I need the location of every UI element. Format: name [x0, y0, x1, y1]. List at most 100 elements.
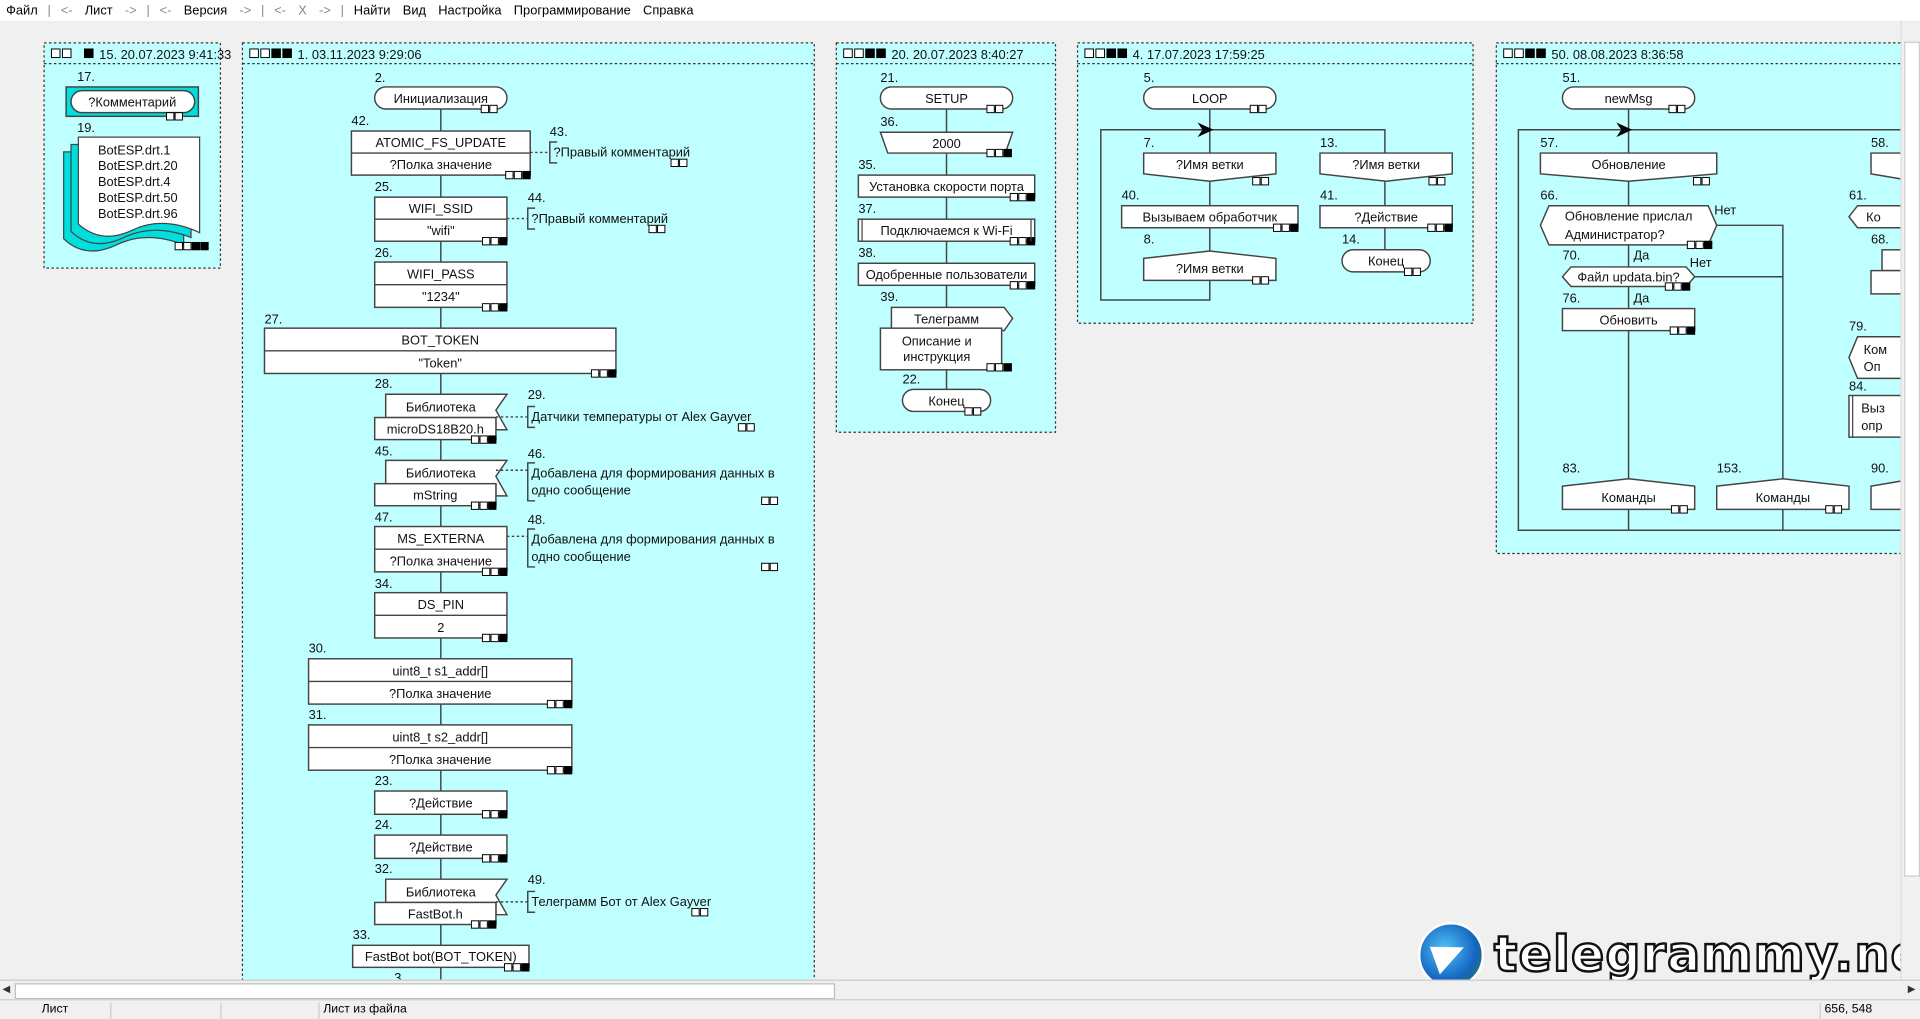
menu-version[interactable]: Версия — [183, 3, 228, 18]
filled-marker-icon[interactable] — [499, 633, 508, 643]
action-node[interactable]: ?Действие — [1319, 204, 1453, 232]
empty-marker-icon[interactable] — [490, 303, 499, 312]
empty-marker-icon[interactable] — [1084, 48, 1094, 59]
branch-end-node[interactable]: ?Имя ветки — [1142, 250, 1277, 285]
menu-file[interactable]: Файл — [6, 3, 38, 18]
empty-marker-icon[interactable] — [1670, 505, 1680, 514]
file-list-node[interactable]: BotESP.drt.1BotESP.drt.20BotESP.drt.4Bot… — [63, 136, 209, 252]
horizontal-scroll-thumb[interactable] — [14, 983, 836, 1000]
empty-marker-icon[interactable] — [555, 766, 564, 775]
empty-marker-icon[interactable] — [174, 241, 183, 251]
empty-marker-icon[interactable] — [737, 423, 747, 432]
empty-marker-icon[interactable] — [1701, 177, 1710, 186]
empty-marker-icon[interactable] — [648, 224, 657, 234]
filled-marker-icon[interactable] — [1536, 48, 1546, 59]
branch-node[interactable]: ?Имя ветки — [1142, 152, 1277, 186]
action-node[interactable]: ?Действие — [373, 834, 508, 863]
empty-marker-icon[interactable] — [769, 562, 779, 572]
vertical-scroll-thumb[interactable] — [1904, 41, 1920, 877]
empty-marker-icon[interactable] — [1018, 281, 1027, 290]
empty-marker-icon[interactable] — [1686, 240, 1696, 250]
action-node[interactable]: ?Действие — [373, 790, 508, 819]
version-next-button[interactable]: -> — [239, 3, 252, 18]
filled-marker-icon[interactable] — [499, 303, 508, 312]
empty-marker-icon[interactable] — [1427, 223, 1436, 232]
menu-find[interactable]: Найти — [353, 3, 391, 18]
empty-marker-icon[interactable] — [1503, 48, 1513, 59]
terminal-node[interactable]: LOOP — [1142, 86, 1277, 114]
branch-end-node[interactable]: Команды — [1716, 478, 1850, 514]
filled-marker-icon[interactable] — [1117, 48, 1128, 59]
input-node[interactable]: 2000 — [879, 131, 1014, 158]
terminal-node[interactable]: Инициализация — [373, 86, 508, 114]
empty-marker-icon[interactable] — [470, 435, 480, 444]
scroll-left-arrow-icon[interactable]: ◀ — [2, 983, 10, 995]
comment-node[interactable]: Телеграмм Бот от Alex Gayver — [495, 890, 712, 917]
filled-marker-icon[interactable] — [499, 810, 508, 819]
empty-marker-icon[interactable] — [481, 854, 491, 863]
constant-node[interactable]: uint8_t s1_addr[]?Полка значение — [307, 658, 573, 709]
empty-marker-icon[interactable] — [490, 633, 499, 643]
constant-node[interactable]: MS_EXTERNA?Полка значение — [373, 525, 508, 577]
empty-marker-icon[interactable] — [1095, 48, 1105, 59]
menu-x[interactable]: X — [298, 3, 307, 18]
filled-marker-icon[interactable] — [865, 48, 875, 59]
empty-marker-icon[interactable] — [746, 423, 755, 432]
branch-end-node[interactable]: Команды — [1561, 478, 1696, 514]
empty-marker-icon[interactable] — [995, 363, 1004, 372]
empty-marker-icon[interactable] — [1692, 177, 1702, 186]
empty-marker-icon[interactable] — [260, 48, 270, 59]
sheet-prev-button[interactable]: <- — [60, 3, 73, 18]
filled-marker-icon[interactable] — [564, 766, 573, 775]
empty-marker-icon[interactable] — [555, 699, 564, 709]
empty-marker-icon[interactable] — [761, 562, 770, 572]
empty-marker-icon[interactable] — [1258, 104, 1267, 114]
menu-programming[interactable]: Программирование — [513, 3, 631, 18]
empty-marker-icon[interactable] — [1664, 282, 1674, 291]
empty-marker-icon[interactable] — [1695, 240, 1704, 250]
empty-marker-icon[interactable] — [1412, 267, 1421, 277]
x-next-button[interactable]: -> — [319, 3, 331, 18]
empty-marker-icon[interactable] — [489, 104, 498, 114]
constant-node[interactable]: ATOMIC_FS_UPDATE?Полка значение — [350, 130, 531, 180]
filled-marker-icon[interactable] — [608, 369, 617, 378]
empty-marker-icon[interactable] — [1404, 267, 1413, 277]
filled-marker-icon[interactable] — [282, 48, 292, 59]
filled-marker-icon[interactable] — [488, 920, 497, 929]
empty-marker-icon[interactable] — [657, 224, 666, 234]
filled-marker-icon[interactable] — [191, 241, 201, 251]
sheet-next-button[interactable]: -> — [124, 3, 137, 18]
empty-marker-icon[interactable] — [769, 496, 779, 505]
empty-marker-icon[interactable] — [854, 48, 864, 59]
empty-marker-icon[interactable] — [1678, 326, 1687, 335]
empty-marker-icon[interactable] — [1252, 276, 1261, 285]
empty-marker-icon[interactable] — [679, 158, 688, 168]
empty-marker-icon[interactable] — [599, 369, 608, 378]
panel-p5[interactable]: 50. 08.08.2023 8:36:5851.newMsg57.Обновл… — [1495, 42, 1920, 555]
filled-marker-icon[interactable] — [1686, 326, 1696, 335]
empty-marker-icon[interactable] — [843, 48, 853, 59]
empty-marker-icon[interactable] — [546, 766, 556, 775]
menu-settings[interactable]: Настройка — [438, 3, 502, 18]
constant-node[interactable]: WIFI_PASS"1234" — [373, 261, 508, 312]
empty-marker-icon[interactable] — [1669, 326, 1679, 335]
empty-marker-icon[interactable] — [183, 241, 192, 251]
empty-marker-icon[interactable] — [986, 148, 995, 158]
empty-marker-icon[interactable] — [479, 435, 488, 444]
empty-marker-icon[interactable] — [61, 48, 72, 59]
empty-marker-icon[interactable] — [490, 810, 499, 819]
empty-marker-icon[interactable] — [1673, 282, 1682, 291]
filled-marker-icon[interactable] — [1444, 223, 1453, 232]
version-prev-button[interactable]: <- — [159, 3, 172, 18]
constant-node[interactable]: BOT_TOKEN"Token" — [263, 327, 617, 378]
scroll-right-arrow-icon[interactable]: ▶ — [1907, 983, 1916, 995]
empty-marker-icon[interactable] — [691, 908, 700, 917]
terminal-node[interactable]: Конец — [901, 388, 992, 416]
horizontal-scrollbar[interactable]: ◀ ▶ — [0, 979, 1920, 1001]
filled-marker-icon[interactable] — [1525, 48, 1535, 59]
